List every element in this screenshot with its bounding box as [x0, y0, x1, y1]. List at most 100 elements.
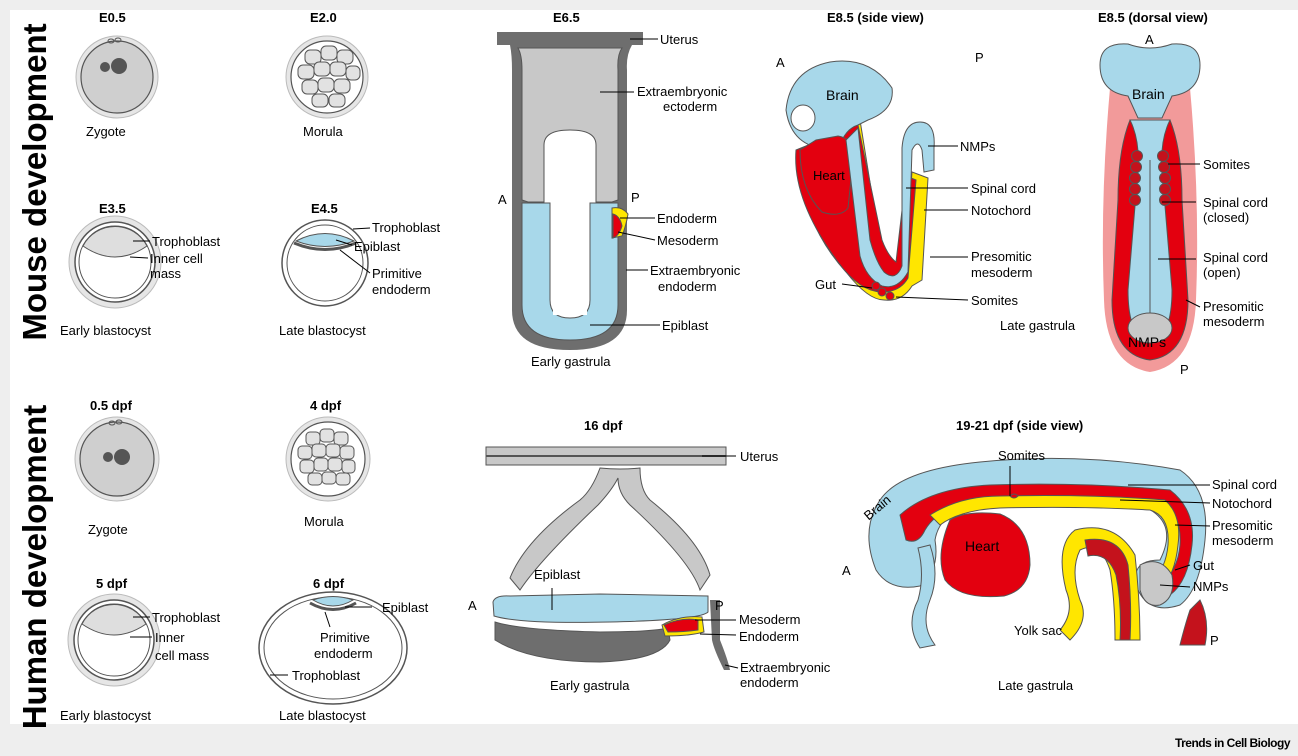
label-inner-cell: Inner cell — [150, 251, 203, 266]
label-somites: Somites — [1203, 157, 1250, 172]
label-zygote: Zygote — [88, 522, 128, 537]
label-mesoderm: Mesoderm — [739, 612, 800, 627]
label-trophoblast: Trophoblast — [152, 234, 220, 249]
stage-e45: E4.5 — [311, 201, 338, 216]
mouse-late-blastocyst-drawing — [282, 220, 368, 306]
label-epiblast: Epiblast — [382, 600, 428, 615]
stage-e20: E2.0 — [310, 10, 337, 25]
label-nmps: NMPs — [1128, 334, 1166, 350]
label-spinal-cord: Spinal cord — [971, 181, 1036, 196]
label-endoderm: Endoderm — [739, 629, 799, 644]
stage-19-21-dpf: 19-21 dpf (side view) — [956, 418, 1083, 433]
label-early-blastocyst: Early blastocyst — [60, 708, 151, 723]
label-endoderm: endoderm — [658, 279, 717, 294]
label-uterus: Uterus — [740, 449, 778, 464]
mouse-early-gastrula-drawing — [497, 32, 643, 350]
label-heart: Heart — [813, 168, 845, 183]
human-19-21dpf-drawing — [869, 458, 1207, 648]
label-p: P — [631, 190, 640, 205]
label-primitive: Primitive — [320, 630, 370, 645]
leader-lines — [130, 39, 1210, 675]
label-trophoblast: Trophoblast — [152, 610, 220, 625]
stage-16-dpf: 16 dpf — [584, 418, 622, 433]
label-mesoderm: mesoderm — [1212, 533, 1273, 548]
label-yolk-sac: Yolk sac — [1014, 623, 1062, 638]
label-spinal-cord: Spinal cord — [1212, 477, 1277, 492]
human-early-gastrula-drawing — [486, 447, 730, 670]
label-morula: Morula — [304, 514, 344, 529]
stage-5-dpf: 5 dpf — [96, 576, 127, 591]
journal-footer: Trends in Cell Biology — [1175, 736, 1290, 750]
stage-6-dpf: 6 dpf — [313, 576, 344, 591]
label-epiblast: Epiblast — [662, 318, 708, 333]
label-late-blastocyst: Late blastocyst — [279, 708, 366, 723]
label-mesoderm: Mesoderm — [657, 233, 718, 248]
human-development-title: Human development — [16, 397, 54, 737]
stage-e35: E3.5 — [99, 201, 126, 216]
human-morula-drawing — [286, 417, 370, 501]
stage-0-5-dpf: 0.5 dpf — [90, 398, 132, 413]
label-endoderm: Endoderm — [657, 211, 717, 226]
label-endoderm: endoderm — [314, 646, 373, 661]
label-p: P — [1210, 633, 1219, 648]
label-endoderm: endoderm — [740, 675, 799, 690]
label-trophoblast: Trophoblast — [292, 668, 360, 683]
label-extraembryonic: Extraembryonic — [740, 660, 830, 675]
label-open: (open) — [1203, 265, 1241, 280]
mouse-early-blastocyst-drawing — [69, 216, 161, 308]
label-mass: mass — [150, 266, 181, 281]
mouse-morula-drawing — [286, 36, 368, 118]
label-a: A — [1145, 32, 1154, 47]
label-mesoderm: mesoderm — [971, 265, 1032, 280]
label-epiblast: Epiblast — [354, 239, 400, 254]
stage-e85-side: E8.5 (side view) — [827, 10, 924, 25]
label-notochord: Notochord — [1212, 496, 1272, 511]
label-cell-mass: cell mass — [155, 648, 209, 663]
label-presomitic: Presomitic — [1203, 299, 1264, 314]
label-extraembryonic: Extraembryonic — [650, 263, 740, 278]
label-notochord: Notochord — [971, 203, 1031, 218]
label-primitive: Primitive — [372, 266, 422, 281]
stage-4-dpf: 4 dpf — [310, 398, 341, 413]
label-late-gastrula: Late gastrula — [1000, 318, 1075, 333]
label-presomitic: Presomitic — [1212, 518, 1273, 533]
label-zygote: Zygote — [86, 124, 126, 139]
stage-e05: E0.5 — [99, 10, 126, 25]
human-early-blastocyst-drawing — [68, 594, 160, 686]
label-early-gastrula: Early gastrula — [531, 354, 610, 369]
label-gut: Gut — [1193, 558, 1214, 573]
label-epiblast: Epiblast — [534, 567, 580, 582]
label-spinal-cord-open: Spinal cord — [1203, 250, 1268, 265]
label-extraembryonic: Extraembryonic — [637, 84, 727, 99]
label-late-gastrula: Late gastrula — [998, 678, 1073, 693]
label-heart: Heart — [965, 538, 999, 554]
label-uterus: Uterus — [660, 32, 698, 47]
label-nmps: NMPs — [960, 139, 995, 154]
label-a: A — [498, 192, 507, 207]
label-early-blastocyst: Early blastocyst — [60, 323, 151, 338]
label-a: A — [842, 563, 851, 578]
stage-e85-dorsal: E8.5 (dorsal view) — [1098, 10, 1208, 25]
label-presomitic: Presomitic — [971, 249, 1032, 264]
mouse-development-title: Mouse development — [16, 12, 54, 352]
label-nmps: NMPs — [1193, 579, 1228, 594]
label-p: P — [975, 50, 984, 65]
label-gut: Gut — [815, 277, 836, 292]
label-late-blastocyst: Late blastocyst — [279, 323, 366, 338]
label-somites: Somites — [998, 448, 1045, 463]
mouse-zygote-drawing — [76, 36, 158, 118]
label-early-gastrula: Early gastrula — [550, 678, 629, 693]
label-brain: Brain — [1132, 86, 1165, 102]
label-mesoderm: mesoderm — [1203, 314, 1264, 329]
label-a: A — [776, 55, 785, 70]
label-morula: Morula — [303, 124, 343, 139]
label-p: P — [715, 598, 724, 613]
label-closed: (closed) — [1203, 210, 1249, 225]
mouse-e85-side-drawing — [786, 61, 934, 300]
label-trophoblast: Trophoblast — [372, 220, 440, 235]
label-endoderm: endoderm — [372, 282, 431, 297]
label-inner: Inner — [155, 630, 185, 645]
label-brain: Brain — [826, 87, 859, 103]
stage-e65: E6.5 — [553, 10, 580, 25]
